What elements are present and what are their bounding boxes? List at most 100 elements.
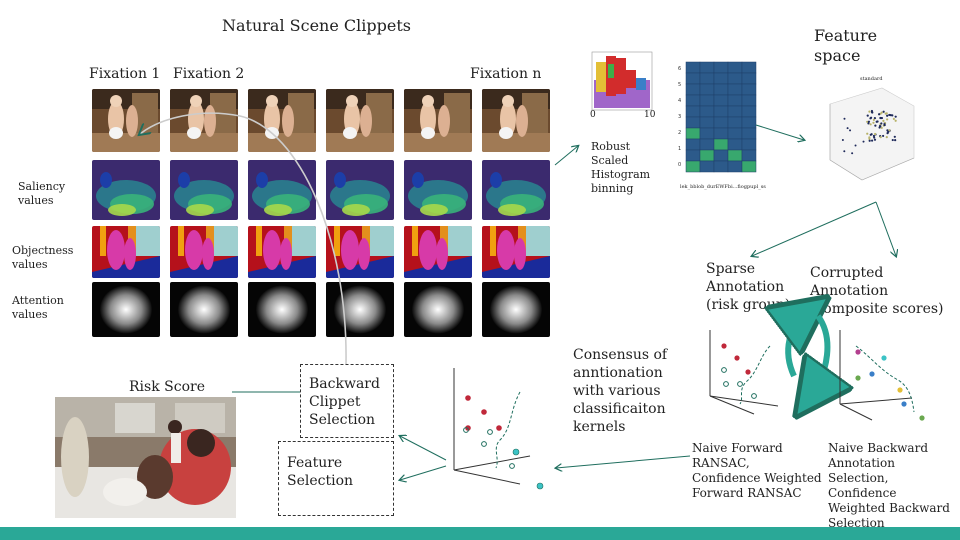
scatter-point [851,152,854,155]
scatter-point [880,111,883,114]
risk-score-label: Risk Score [129,379,205,395]
scatter-point [871,139,874,142]
scatter-point [873,117,877,120]
arrow-to-feature-selection [400,465,447,480]
arrow-annotation-to-consensus [556,455,691,468]
saliency-clippet [404,160,472,220]
scatter-point [867,120,871,123]
heatmap-y-tick: 5 [678,82,681,88]
objectness-clippet [404,226,472,278]
scatter-point [843,117,846,120]
scatter-point [849,129,852,132]
heatmap-y-tick: 4 [678,98,681,104]
photo-clippet [404,89,472,152]
scatter-point [841,139,844,142]
hist-xmin: 0 [590,110,596,120]
scatter-point [869,116,873,119]
scatter-point [873,138,877,141]
scatter-point [880,126,883,129]
heatmap-y-tick: 0 [678,162,681,168]
scatter-point [886,118,889,121]
scatter-point [882,119,885,123]
objectness-clippet [482,226,550,278]
attention-clippet [404,282,472,337]
scatter-point [879,124,882,127]
scatter-point [872,134,875,138]
objectness-clippet [170,226,238,278]
consensus-plot [453,368,531,485]
scatter-point [887,130,890,134]
photo-clippet [326,89,394,152]
scatter-point [868,137,871,140]
heatmap-y-tick: 2 [678,130,681,136]
attention-clippet [170,282,238,337]
scatter-point [884,112,887,115]
attention-clippet [326,282,394,337]
attention-clippet [248,282,316,337]
scatter-point [867,122,870,125]
fixation-2-label: Fixation 2 [173,66,245,82]
arrow-to-backward-selection [400,436,447,461]
scatter-point [866,120,869,123]
scatter-point [889,113,892,117]
scatter-point [880,122,883,125]
scatter-point [872,118,876,121]
scatter-point [868,139,871,142]
scatter-point [862,140,865,143]
cycle-arrow-down [812,314,827,394]
scatter-point [894,119,897,122]
heatmap-y-tick: 1 [678,146,681,152]
scatter-point [874,124,877,127]
corrupted-plot [839,330,915,421]
arrow-grid-to-histogram [554,146,578,166]
saliency-clippet [248,160,316,220]
scatter-point [882,110,885,113]
heatmap-cell [741,160,757,173]
saliency-clippet [170,160,238,220]
scatter-point [894,138,897,142]
scatter-point [886,114,889,117]
scatter-title: standard [860,76,883,82]
scatter-point [883,123,886,127]
scatter-point [868,110,871,113]
scatter-point [854,144,857,147]
scatter-point [893,135,896,138]
heatmap-y-tick: 3 [678,114,681,120]
scatter-point [894,115,897,118]
photo-clippet [92,89,160,152]
attention-clippet [482,282,550,337]
scatter-point [875,120,878,123]
photo-clippet [482,89,550,152]
sparse-points [721,343,757,399]
scatter-point [866,114,869,117]
scatter-point [891,138,894,142]
arrow-scatter-to-corrupted [875,201,896,256]
scatter-point [892,117,895,121]
scatter-point [869,133,872,136]
scatter-point [880,116,883,120]
footer-bar [0,527,960,540]
saliency-clippet [92,160,160,220]
corrupted-points [855,349,925,421]
saliency-clippet [482,160,550,220]
scatter-point [866,132,869,135]
scatter-point [846,127,849,130]
scatter-point [843,150,846,153]
scatter-point [878,113,881,116]
feedback-arc [140,112,347,365]
scatter-point [882,134,885,138]
cycle-arrow-up [788,314,806,378]
arrow-heatmap-to-scatter [755,124,804,140]
scatter-point [888,129,891,132]
scatter-point [870,109,874,113]
feature-space-scatter: standard [812,76,924,200]
